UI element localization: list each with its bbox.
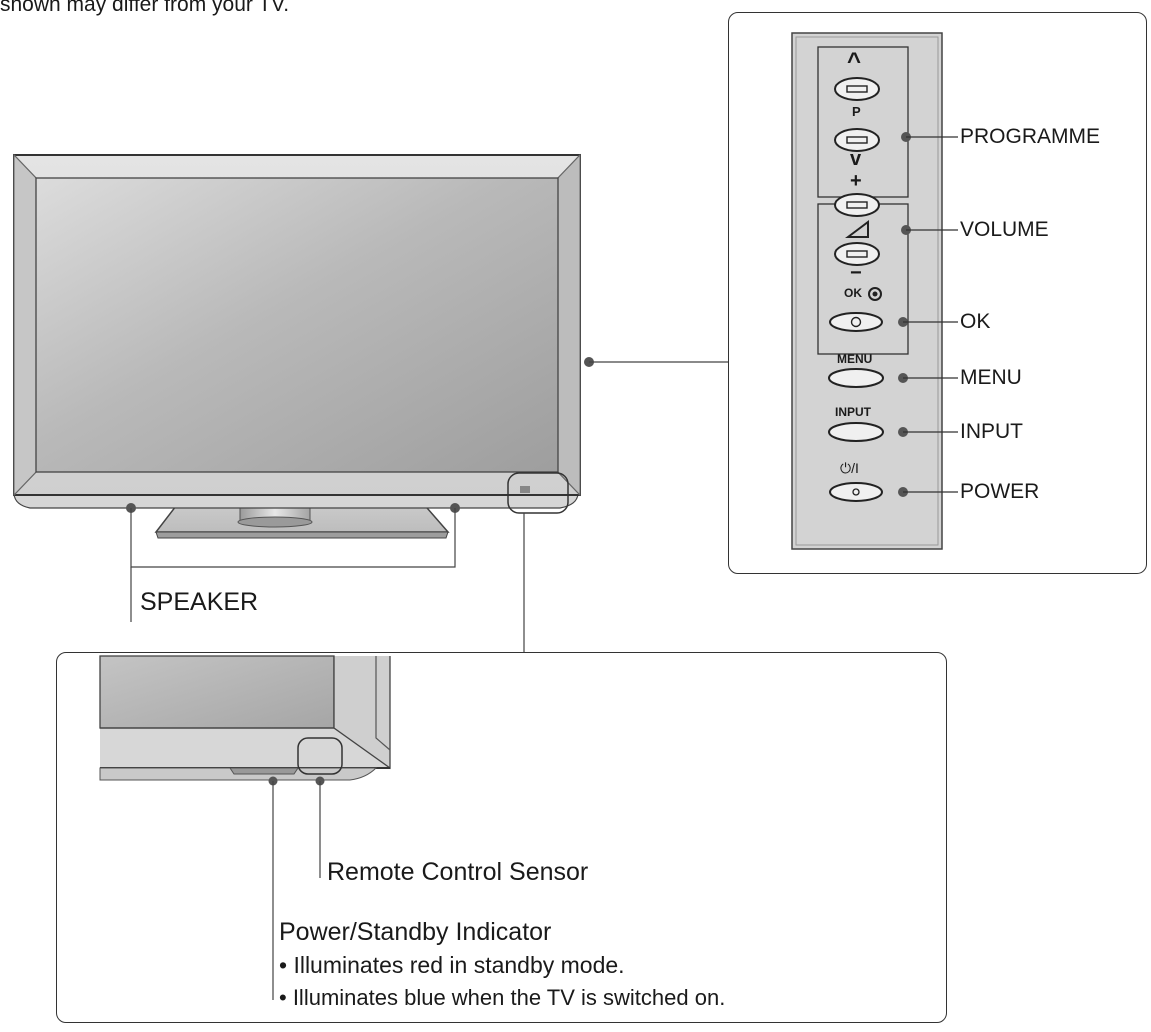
mark-ok: OK bbox=[844, 286, 862, 300]
mark-minus: − bbox=[850, 262, 862, 284]
tv-front bbox=[13, 153, 728, 652]
mark-up: ^ bbox=[847, 48, 862, 75]
label-volume: VOLUME bbox=[960, 218, 1049, 241]
label-programme: PROGRAMME bbox=[960, 125, 1101, 148]
panel-strip bbox=[791, 32, 943, 550]
power-button[interactable] bbox=[829, 482, 883, 502]
prog-down-button[interactable] bbox=[834, 128, 880, 152]
label-ok: OK bbox=[960, 310, 991, 333]
label-indicator-title: Power/Standby Indicator bbox=[279, 918, 552, 946]
vol-up-button[interactable] bbox=[834, 193, 880, 217]
label-menu: MENU bbox=[960, 366, 1022, 389]
mark-power: ⏻/I bbox=[840, 460, 859, 476]
zoom-detail bbox=[99, 655, 391, 1000]
vol-down-button[interactable] bbox=[834, 242, 880, 266]
ok-ring-icon bbox=[868, 287, 882, 301]
label-indicator-note-1: • Illuminates red in standby mode. bbox=[279, 952, 625, 978]
volume-triangle-icon bbox=[845, 220, 869, 238]
mark-menu: MENU bbox=[837, 352, 873, 366]
side-panel-box bbox=[728, 12, 1147, 574]
label-input: INPUT bbox=[960, 420, 1023, 443]
tv-sensor-marker bbox=[507, 472, 569, 514]
mark-input: INPUT bbox=[835, 405, 871, 419]
ok-button[interactable] bbox=[829, 312, 883, 332]
side-control-panel bbox=[791, 32, 958, 550]
label-power: POWER bbox=[960, 480, 1040, 503]
top-note: shown may differ from your TV. bbox=[0, 0, 290, 16]
mark-plus: + bbox=[850, 170, 862, 192]
label-remote-sensor: Remote Control Sensor bbox=[327, 858, 589, 886]
mark-p: P bbox=[852, 104, 861, 119]
label-speaker: SPEAKER bbox=[140, 588, 259, 616]
label-indicator-note-2: • Illuminates blue when the TV is switch… bbox=[279, 985, 726, 1010]
input-button[interactable] bbox=[828, 422, 884, 442]
tv-screen bbox=[35, 177, 559, 473]
prog-up-button[interactable] bbox=[834, 77, 880, 101]
tv-speaker-strip bbox=[13, 493, 579, 509]
mark-down: v bbox=[850, 148, 862, 170]
detail-box bbox=[56, 652, 947, 1023]
menu-button[interactable] bbox=[828, 368, 884, 388]
